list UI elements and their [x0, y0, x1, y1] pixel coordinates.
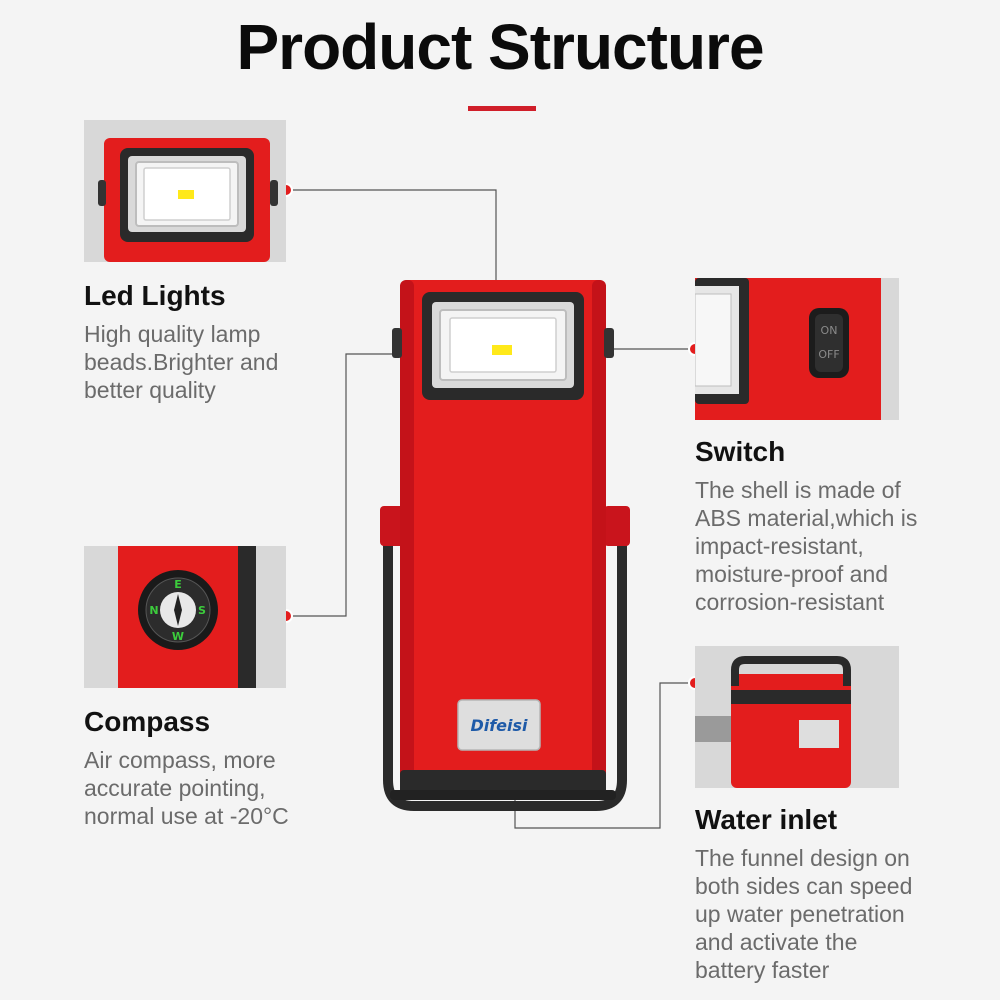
title-underline — [468, 106, 536, 111]
led-lights-title: Led Lights — [84, 280, 226, 311]
product-image: Difeisi — [380, 280, 630, 811]
switch-off-label: OFF — [818, 348, 839, 361]
water-inlet-thumbnail — [695, 646, 899, 788]
water-inlet-desc: The funnel design on both sides can spee… — [695, 845, 913, 983]
compass-letter-s: S — [198, 604, 206, 617]
switch-desc: The shell is made of ABS material,which … — [695, 477, 918, 615]
compass-title: Compass — [84, 706, 211, 737]
compass-letter-w: W — [172, 630, 184, 643]
compass-callout-line — [286, 353, 400, 617]
compass-desc: Air compass, more accurate pointing, nor… — [84, 747, 289, 829]
compass-letter-n: N — [149, 604, 158, 617]
led-callout-line — [286, 189, 497, 320]
switch-thumbnail: ON OFF — [695, 278, 899, 420]
water-callout-line — [514, 682, 695, 829]
water-inlet-title: Water inlet — [695, 804, 838, 835]
led-chip — [492, 345, 512, 355]
switch-title: Switch — [695, 436, 786, 467]
side-knob-left — [392, 328, 402, 358]
stand-frame — [383, 510, 627, 811]
side-knob-right — [604, 328, 614, 358]
compass-letter-e: E — [174, 578, 182, 591]
compass-thumbnail: E S W N — [84, 546, 286, 688]
page-title: Product Structure — [236, 11, 764, 83]
brand-name: Difeisi — [470, 716, 528, 735]
brand-plate — [457, 699, 541, 751]
switch-on-label: ON — [821, 324, 838, 337]
lamp-body — [400, 280, 606, 800]
led-lights-desc: High quality lamp beads.Brighter and bet… — [84, 321, 279, 403]
led-lights-thumbnail — [84, 120, 286, 262]
stand-hinge-right — [604, 506, 630, 546]
stand-hinge-left — [380, 506, 406, 546]
